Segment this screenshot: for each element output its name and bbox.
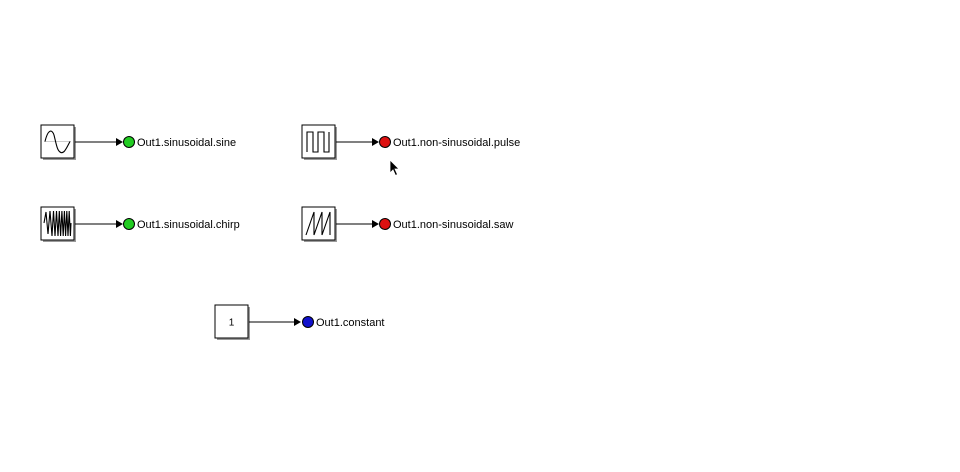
pulse-port-dot[interactable] <box>379 136 391 148</box>
sine-wave-icon <box>44 130 71 154</box>
sine-port-label[interactable]: Out1.sinusoidal.sine <box>137 137 236 149</box>
chirp-port-label[interactable]: Out1.sinusoidal.chirp <box>137 219 240 231</box>
chirp-port-dot[interactable] <box>123 218 135 230</box>
mouse-pointer-icon <box>389 159 400 177</box>
sawtooth-generator-block[interactable] <box>301 206 337 242</box>
pulse-wave-icon <box>306 131 330 153</box>
chirp-arrowhead <box>116 220 123 228</box>
constant-port-dot[interactable] <box>302 316 314 328</box>
constant-block[interactable]: 1 <box>214 304 250 340</box>
sine-port-dot[interactable] <box>123 136 135 148</box>
sine-wave-block[interactable] <box>40 124 76 160</box>
saw-port-label[interactable]: Out1.non-sinusoidal.saw <box>393 219 514 231</box>
constant-value: 1 <box>229 318 235 329</box>
constant-arrowhead <box>294 318 301 326</box>
sawtooth-wave-icon <box>305 211 331 236</box>
chirp-signal-block[interactable] <box>40 206 76 242</box>
constant-port-label[interactable]: Out1.constant <box>316 317 385 329</box>
pulse-arrowhead <box>372 138 379 146</box>
sine-arrowhead <box>116 138 123 146</box>
pulse-generator-block[interactable] <box>301 124 337 160</box>
saw-port-dot[interactable] <box>379 218 391 230</box>
chirp-wave-icon <box>43 210 72 237</box>
pulse-port-label[interactable]: Out1.non-sinusoidal.pulse <box>393 137 520 149</box>
saw-arrowhead <box>372 220 379 228</box>
